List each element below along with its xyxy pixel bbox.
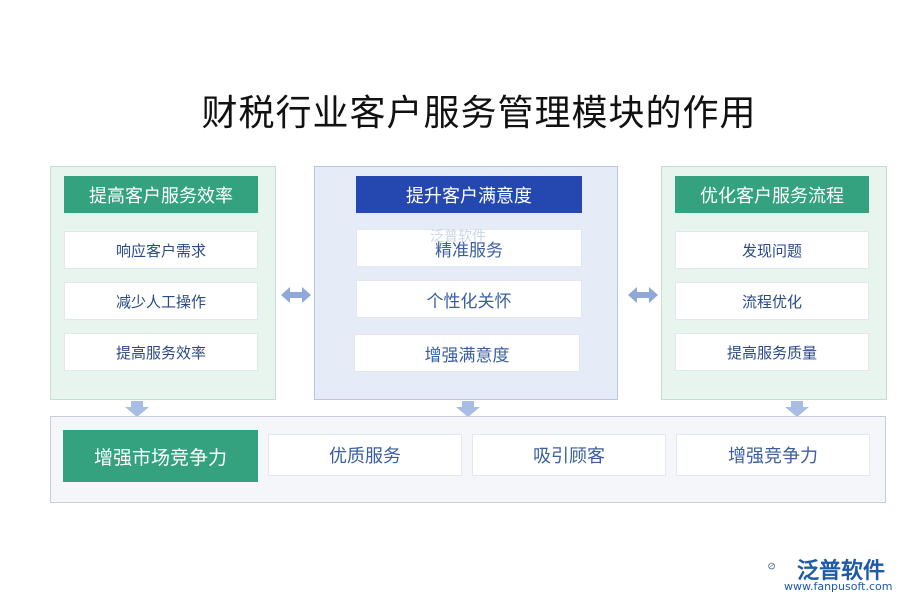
item-increase-satisfaction: 增强满意度: [354, 334, 580, 372]
heading-process: 优化客户服务流程: [675, 176, 869, 213]
item-enhance-competitiveness: 增强竞争力: [676, 434, 870, 476]
watermark-text: 泛普软件: [430, 229, 486, 245]
item-reduce-manual: 减少人工操作: [64, 282, 258, 320]
item-service-quality: 提高服务质量: [675, 333, 869, 371]
logo-name: 泛普软件: [797, 559, 886, 584]
item-quality-service: 优质服务: [268, 434, 462, 476]
heading-efficiency: 提高客户服务效率: [64, 176, 258, 213]
down-arrow-icon: [125, 401, 149, 417]
item-personal-care: 个性化关怀: [356, 280, 582, 318]
page-title: 财税行业客户服务管理模块的作用: [201, 93, 757, 134]
item-respond-needs: 响应客户需求: [64, 231, 258, 269]
item-process-optimize: 流程优化: [675, 282, 869, 320]
double-arrow-icon: [281, 287, 311, 303]
down-arrow-icon: [456, 401, 480, 417]
item-precise-service: 精准服务: [356, 229, 582, 267]
item-find-issues: 发现问题: [675, 231, 869, 269]
item-attract-customers: 吸引顾客: [472, 434, 666, 476]
down-arrow-icon: [785, 401, 809, 417]
fanpu-logo-icon: [768, 562, 775, 570]
heading-satisfaction: 提升客户满意度: [356, 176, 582, 213]
item-improve-efficiency: 提高服务效率: [64, 333, 258, 371]
heading-competitiveness: 增强市场竞争力: [63, 430, 258, 482]
logo-url: www.fanpusoft.com: [784, 580, 893, 593]
double-arrow-icon: [628, 287, 658, 303]
